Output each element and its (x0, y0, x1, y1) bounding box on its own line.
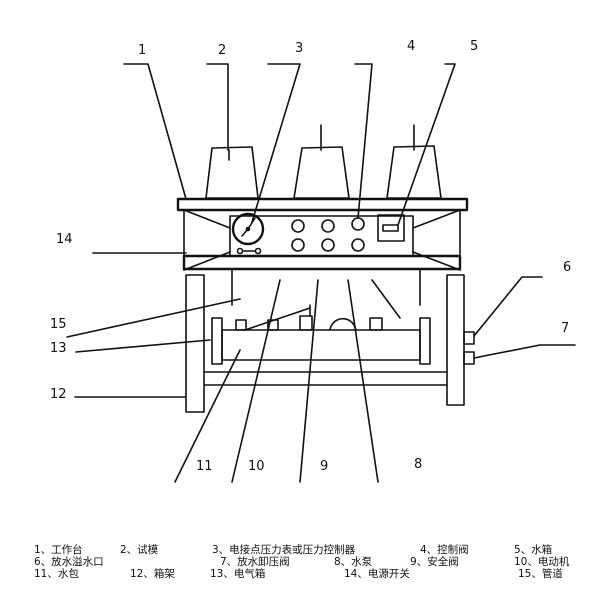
frame-legs (185, 269, 465, 413)
callout-3: 3 (295, 41, 304, 56)
callout-6: 6 (563, 260, 572, 275)
callout-9: 9 (320, 459, 329, 474)
legend-item-14: 14、电源开关 (344, 568, 410, 580)
callout-12: 12 (50, 387, 67, 402)
callout-14: 14 (56, 232, 73, 247)
callout-15: 15 (50, 317, 67, 332)
leader-lines (66, 63, 576, 483)
legend-item-2: 2、试模 (120, 544, 159, 556)
legend-item-6: 6、放水溢水口 (34, 556, 104, 568)
mold-right (386, 145, 442, 199)
legend-item-1: 1、工作台 (34, 544, 83, 556)
legend-item-15: 15、管道 (518, 568, 563, 580)
callout-7: 7 (561, 321, 570, 336)
callout-5: 5 (470, 39, 479, 54)
control-valves (291, 217, 365, 252)
legend-item-5: 5、水箱 (514, 544, 553, 556)
power-switch (236, 247, 262, 255)
mold-middle (293, 146, 350, 199)
callout-11: 11 (196, 459, 213, 474)
legend-item-8: 8、水泵 (334, 556, 373, 568)
water-tank-window (377, 214, 405, 242)
legend-item-9: 9、安全阀 (410, 556, 459, 568)
callout-2: 2 (218, 43, 227, 58)
legend-item-10: 10、电动机 (514, 556, 570, 568)
legend-item-7: 7、放水卸压阀 (220, 556, 290, 568)
callout-8: 8 (414, 457, 423, 472)
legend-item-12: 12、箱架 (130, 568, 175, 580)
pressure-gauge (231, 212, 265, 246)
legend-item-11: 11、水包 (34, 568, 79, 580)
legend-item-4: 4、控制阀 (420, 544, 469, 556)
mold-left (205, 146, 259, 199)
outlets (463, 331, 475, 365)
legend-item-13: 13、电气箱 (210, 568, 266, 580)
callout-1: 1 (138, 43, 147, 58)
control-cabinet (182, 209, 462, 271)
test-molds (205, 124, 442, 199)
callout-13: 13 (50, 341, 67, 356)
callout-10: 10 (248, 459, 265, 474)
legend-item-3: 3、电接点压力表或压力控制器 (212, 544, 356, 556)
work-table (176, 197, 469, 212)
callout-4: 4 (407, 39, 416, 54)
